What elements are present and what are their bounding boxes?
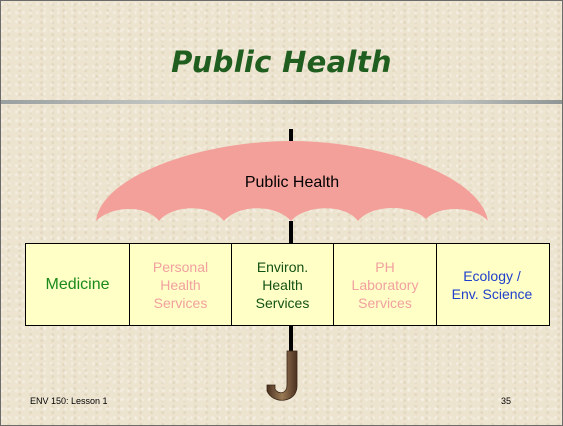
- component-boxes: Medicine Personal Health Services Enviro…: [25, 243, 550, 326]
- umbrella-tip: [289, 129, 293, 149]
- umbrella-canopy: [96, 141, 488, 221]
- box-ecology-env-science: Ecology / Env. Science: [437, 244, 547, 325]
- box-personal-health-services-label: Personal Health Services: [152, 258, 209, 311]
- umbrella-shaft-upper: [289, 221, 293, 243]
- box-personal-health-services: Personal Health Services: [130, 244, 232, 325]
- box-ecology-env-science-label: Ecology / Env. Science: [451, 267, 533, 302]
- umbrella-label: Public Health: [244, 174, 340, 191]
- box-medicine: Medicine: [26, 244, 130, 325]
- box-ph-laboratory-services: PH Laboratory Services: [334, 244, 437, 325]
- umbrella-shaft-lower: [289, 324, 293, 354]
- box-medicine-label: Medicine: [45, 275, 110, 293]
- umbrella-handle: [266, 350, 298, 401]
- footer-course: ENV 150: Lesson 1: [30, 396, 108, 406]
- box-environ-health-services: Environ. Health Services: [232, 244, 334, 325]
- slide-title: Public Health: [171, 45, 392, 79]
- page-number: 35: [501, 396, 512, 406]
- title-divider: [1, 100, 562, 104]
- box-ph-laboratory-services-label: PH Laboratory Services: [351, 258, 419, 311]
- box-environ-health-services-label: Environ. Health Services: [255, 258, 310, 311]
